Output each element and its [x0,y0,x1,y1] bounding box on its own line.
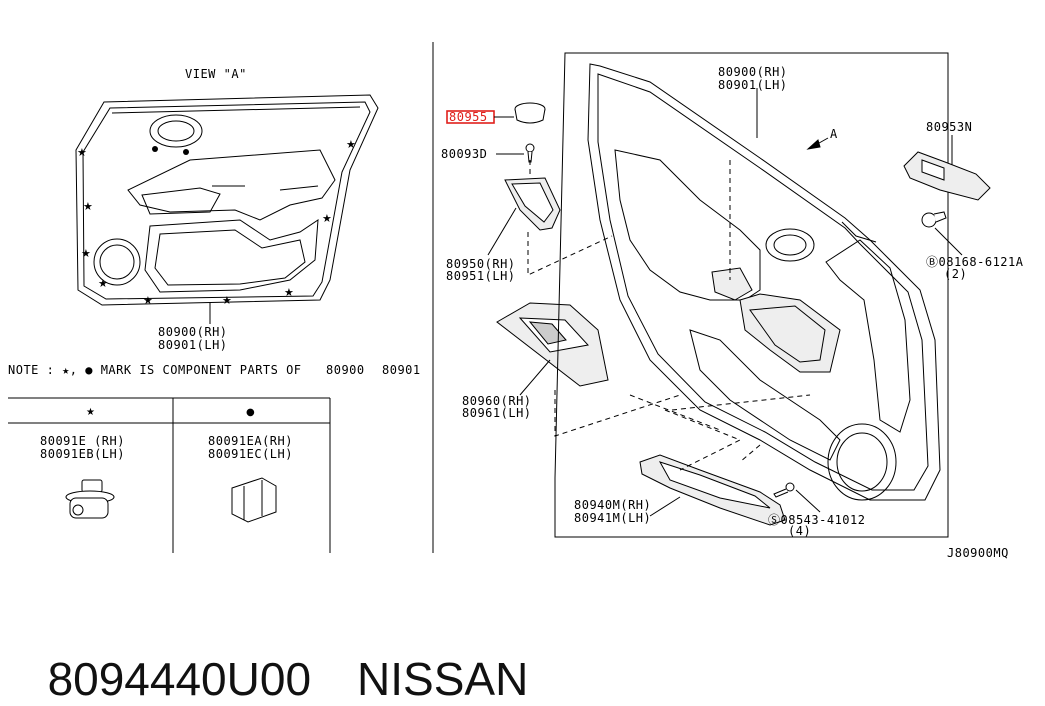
view-a-arrow-icon [806,137,829,150]
legend-cell-2-lh: 80091EC(LH) [208,447,293,461]
legend-cell-1-rh: 80091E (RH) [40,434,125,448]
callout-80093d: 80093D [441,147,487,161]
note-text: NOTE : ★, ● MARK IS COMPONENT PARTS OF [8,363,302,377]
parts-diagram: VIEW "A" ★ ★ ★ ★ ★ ★ ★ ★ ★ 80900(RH) 809… [8,42,1024,560]
clip-dot-drawing [231,477,277,523]
note-part-b: 80901 [382,363,421,377]
armrest-80940m-drawing [639,454,786,526]
bracket-80953n-drawing [903,151,991,201]
footer-title: 8094440U00 NISSAN [22,598,529,706]
svg-text:★: ★ [346,138,356,151]
svg-text:★: ★ [322,212,332,225]
pocket-80950-drawing [504,177,561,231]
svg-text:★: ★ [77,146,87,159]
callout-08168-qty: (2) [944,267,967,281]
callout-80900-lh: 80901(LH) [718,78,788,92]
legend-table [8,397,331,553]
callout-08543-qty: (4) [788,524,811,538]
cap-80955-drawing [514,102,546,124]
dot-marks [152,146,189,155]
svg-text:★: ★ [81,247,91,260]
dashed-leaders [527,160,811,471]
switch-panel-80960-drawing [496,302,609,387]
left-door-label-lh: 80901(LH) [158,338,228,352]
callout-80960-lh: 80961(LH) [462,406,532,420]
legend-cell-1-lh: 80091EB(LH) [40,447,125,461]
door-back-view-drawing [75,94,379,306]
callout-80955: 80955 [449,110,488,124]
bolt-08168-drawing [921,211,947,228]
footer-brand: NISSAN [357,653,529,705]
callout-80950-lh: 80951(LH) [446,269,516,283]
arrow-a-label: A [830,127,838,141]
legend-header-star: ★ [86,407,95,418]
diagram-code: J80900MQ [947,546,1009,560]
clip-star-drawing [65,479,115,519]
legend-header-dot: ● [246,407,255,418]
callout-80940-lh: 80941M(LH) [574,511,651,525]
callout-80950-rh: 80950(RH) [446,257,516,271]
svg-text:★: ★ [143,294,153,307]
callout-80940-rh: 80940M(RH) [574,498,651,512]
screw-80093d-drawing [525,143,535,163]
door-trim-frame [554,52,949,538]
callout-80960-rh: 80960(RH) [462,394,532,408]
callout-08168-code: Ⓑ08168-6121A [926,255,1024,269]
legend-cell-2-rh: 80091EA(RH) [208,434,293,448]
svg-text:★: ★ [222,294,232,307]
callout-80900-rh: 80900(RH) [718,65,788,79]
left-door-label-rh: 80900(RH) [158,325,228,339]
footer-part-number: 8094440U00 [47,653,312,705]
svg-text:★: ★ [83,200,93,213]
screw-08543-drawing [773,482,795,498]
svg-text:★: ★ [98,277,108,290]
star-marks: ★ ★ ★ ★ ★ ★ ★ ★ ★ [77,138,356,307]
svg-text:★: ★ [284,286,294,299]
note-part-a: 80900 [326,363,365,377]
callout-80953n: 80953N [926,120,972,134]
callout-08543-code: Ⓢ08543-41012 [768,513,865,527]
view-label: VIEW "A" [185,67,247,81]
door-trim-80900-drawing [587,63,941,501]
